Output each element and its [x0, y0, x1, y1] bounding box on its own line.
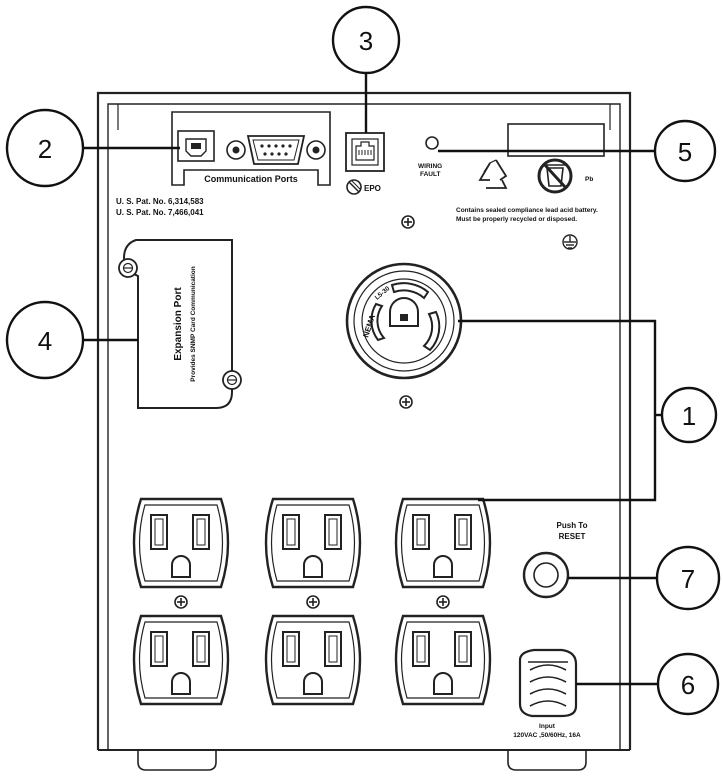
callout-2: 2 [5, 108, 85, 188]
expansion-screw-icon [118, 258, 138, 278]
expansion-port-label: Expansion Port [173, 287, 184, 361]
input-rating-label: 120VAC ,50/60Hz, 16A [513, 732, 581, 739]
usb-port [177, 130, 215, 162]
svg-text:3: 3 [359, 26, 373, 56]
ac-outlet [132, 497, 230, 589]
wiring-fault-label-2: FAULT [420, 171, 440, 178]
serial-port [226, 135, 326, 165]
no-trash-icon [537, 158, 573, 194]
pb-label: Pb [585, 176, 593, 183]
patent-number-1: U. S. Pat. No. 6,314,583 [116, 197, 204, 206]
outlet-screw-icon [174, 595, 188, 609]
callout-1: 1 [660, 386, 718, 444]
callout-5: 5 [653, 119, 717, 183]
recycle-icon [478, 159, 508, 189]
input-label: Input [539, 723, 556, 730]
communication-ports: Communication Ports [171, 111, 331, 186]
ac-outlet [264, 497, 362, 589]
wiring-fault-label-1: WIRING [418, 163, 442, 170]
ground-icon [562, 234, 578, 250]
svg-text:7: 7 [681, 564, 695, 594]
screw-icon [399, 395, 413, 409]
battery-notice-line-2: Must be properly recycled or disposed. [456, 216, 577, 223]
circuit-breaker-reset-button: Push To RESET [522, 521, 588, 599]
outlet-screw-icon [436, 595, 450, 609]
ac-outlet [394, 497, 492, 589]
input-power-cord [518, 648, 578, 718]
screw-icon [401, 215, 415, 229]
wiring-fault-indicator: WIRING FAULT [418, 136, 442, 178]
ac-outlet [394, 614, 492, 706]
epo-label: EPO [364, 184, 381, 193]
callout-3: 3 [331, 5, 401, 75]
push-to-label: Push To [557, 521, 588, 530]
expansion-screw-icon [222, 370, 242, 390]
expansion-port-sublabel: Provides SNMP Card Communication [190, 266, 197, 381]
battery-notice-line-1: Contains sealed compliance lead acid bat… [456, 207, 598, 214]
svg-text:1: 1 [682, 401, 696, 431]
svg-text:4: 4 [38, 326, 52, 356]
svg-text:5: 5 [678, 137, 692, 167]
outlet-screw-icon [306, 595, 320, 609]
ac-outlet [132, 614, 230, 706]
expansion-port: Expansion Port Provides SNMP Card Commun… [118, 239, 242, 409]
epo-port: EPO [345, 132, 385, 195]
epo-screw-icon [346, 179, 362, 195]
ups-chassis [96, 91, 632, 771]
callout-4: 4 [5, 300, 85, 380]
outlet-grid [132, 497, 492, 706]
patent-number-2: U. S. Pat. No. 7,466,041 [116, 208, 204, 217]
nema-l5-30-outlet: NEMA L5-30 [345, 262, 463, 380]
ac-outlet [264, 614, 362, 706]
callout-6: 6 [656, 652, 720, 716]
communication-ports-label: Communication Ports [204, 174, 298, 184]
callout-7: 7 [655, 545, 721, 611]
svg-text:6: 6 [681, 670, 695, 700]
svg-text:2: 2 [38, 134, 52, 164]
reset-label: RESET [559, 532, 586, 541]
callout-leaders [84, 74, 662, 686]
